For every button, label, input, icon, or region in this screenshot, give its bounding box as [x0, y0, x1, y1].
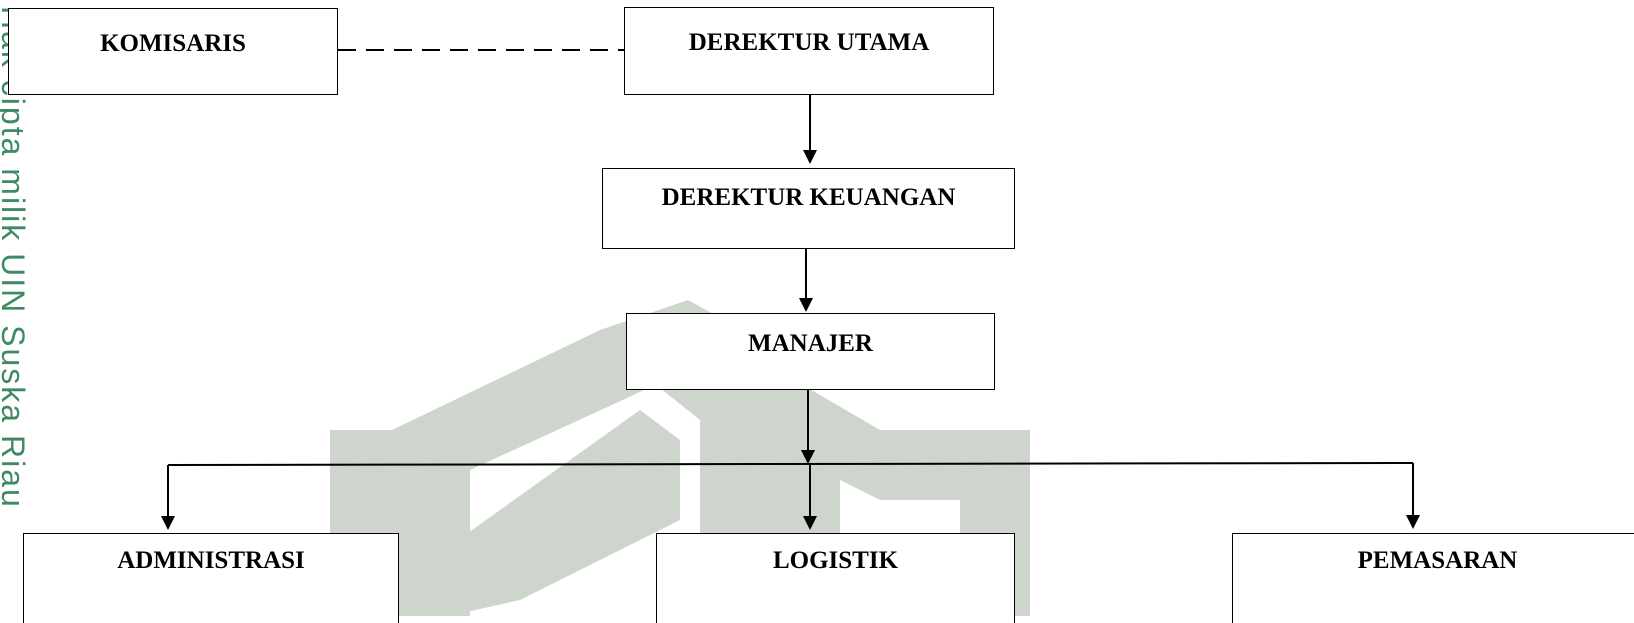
pemasaran-box: PEMASARAN: [1232, 533, 1634, 623]
logistik-label: LOGISTIK: [772, 547, 899, 574]
komisaris-box: KOMISARIS: [8, 8, 338, 95]
pemasaran-label: PEMASARAN: [1357, 547, 1518, 574]
arrowhead-pemasaran: [1406, 515, 1420, 529]
arrowhead-keuangan-to-manajer: [799, 298, 813, 312]
derektur-utama-box: DEREKTUR UTAMA: [624, 7, 994, 95]
logistik-box: LOGISTIK: [656, 533, 1015, 623]
manajer-label: MANAJER: [748, 330, 873, 357]
logo-inner-slope: [430, 410, 680, 616]
administrasi-box: ADMINISTRASI: [23, 533, 399, 623]
arrowhead-logistik: [803, 516, 817, 530]
arrowhead-manajer-junction: [801, 450, 815, 464]
arrowhead-utama-to-keuangan: [803, 150, 817, 164]
derektur-keuangan-label: DEREKTUR KEUANGAN: [661, 184, 956, 211]
manajer-box: MANAJER: [626, 313, 995, 390]
administrasi-label: ADMINISTRASI: [117, 547, 305, 574]
horizontal-branch-line: [167, 462, 1414, 466]
komisaris-label: KOMISARIS: [100, 30, 246, 57]
derektur-utama-label: DEREKTUR UTAMA: [688, 29, 930, 56]
derektur-keuangan-box: DEREKTUR KEUANGAN: [602, 168, 1015, 249]
arrowhead-administrasi: [161, 516, 175, 530]
